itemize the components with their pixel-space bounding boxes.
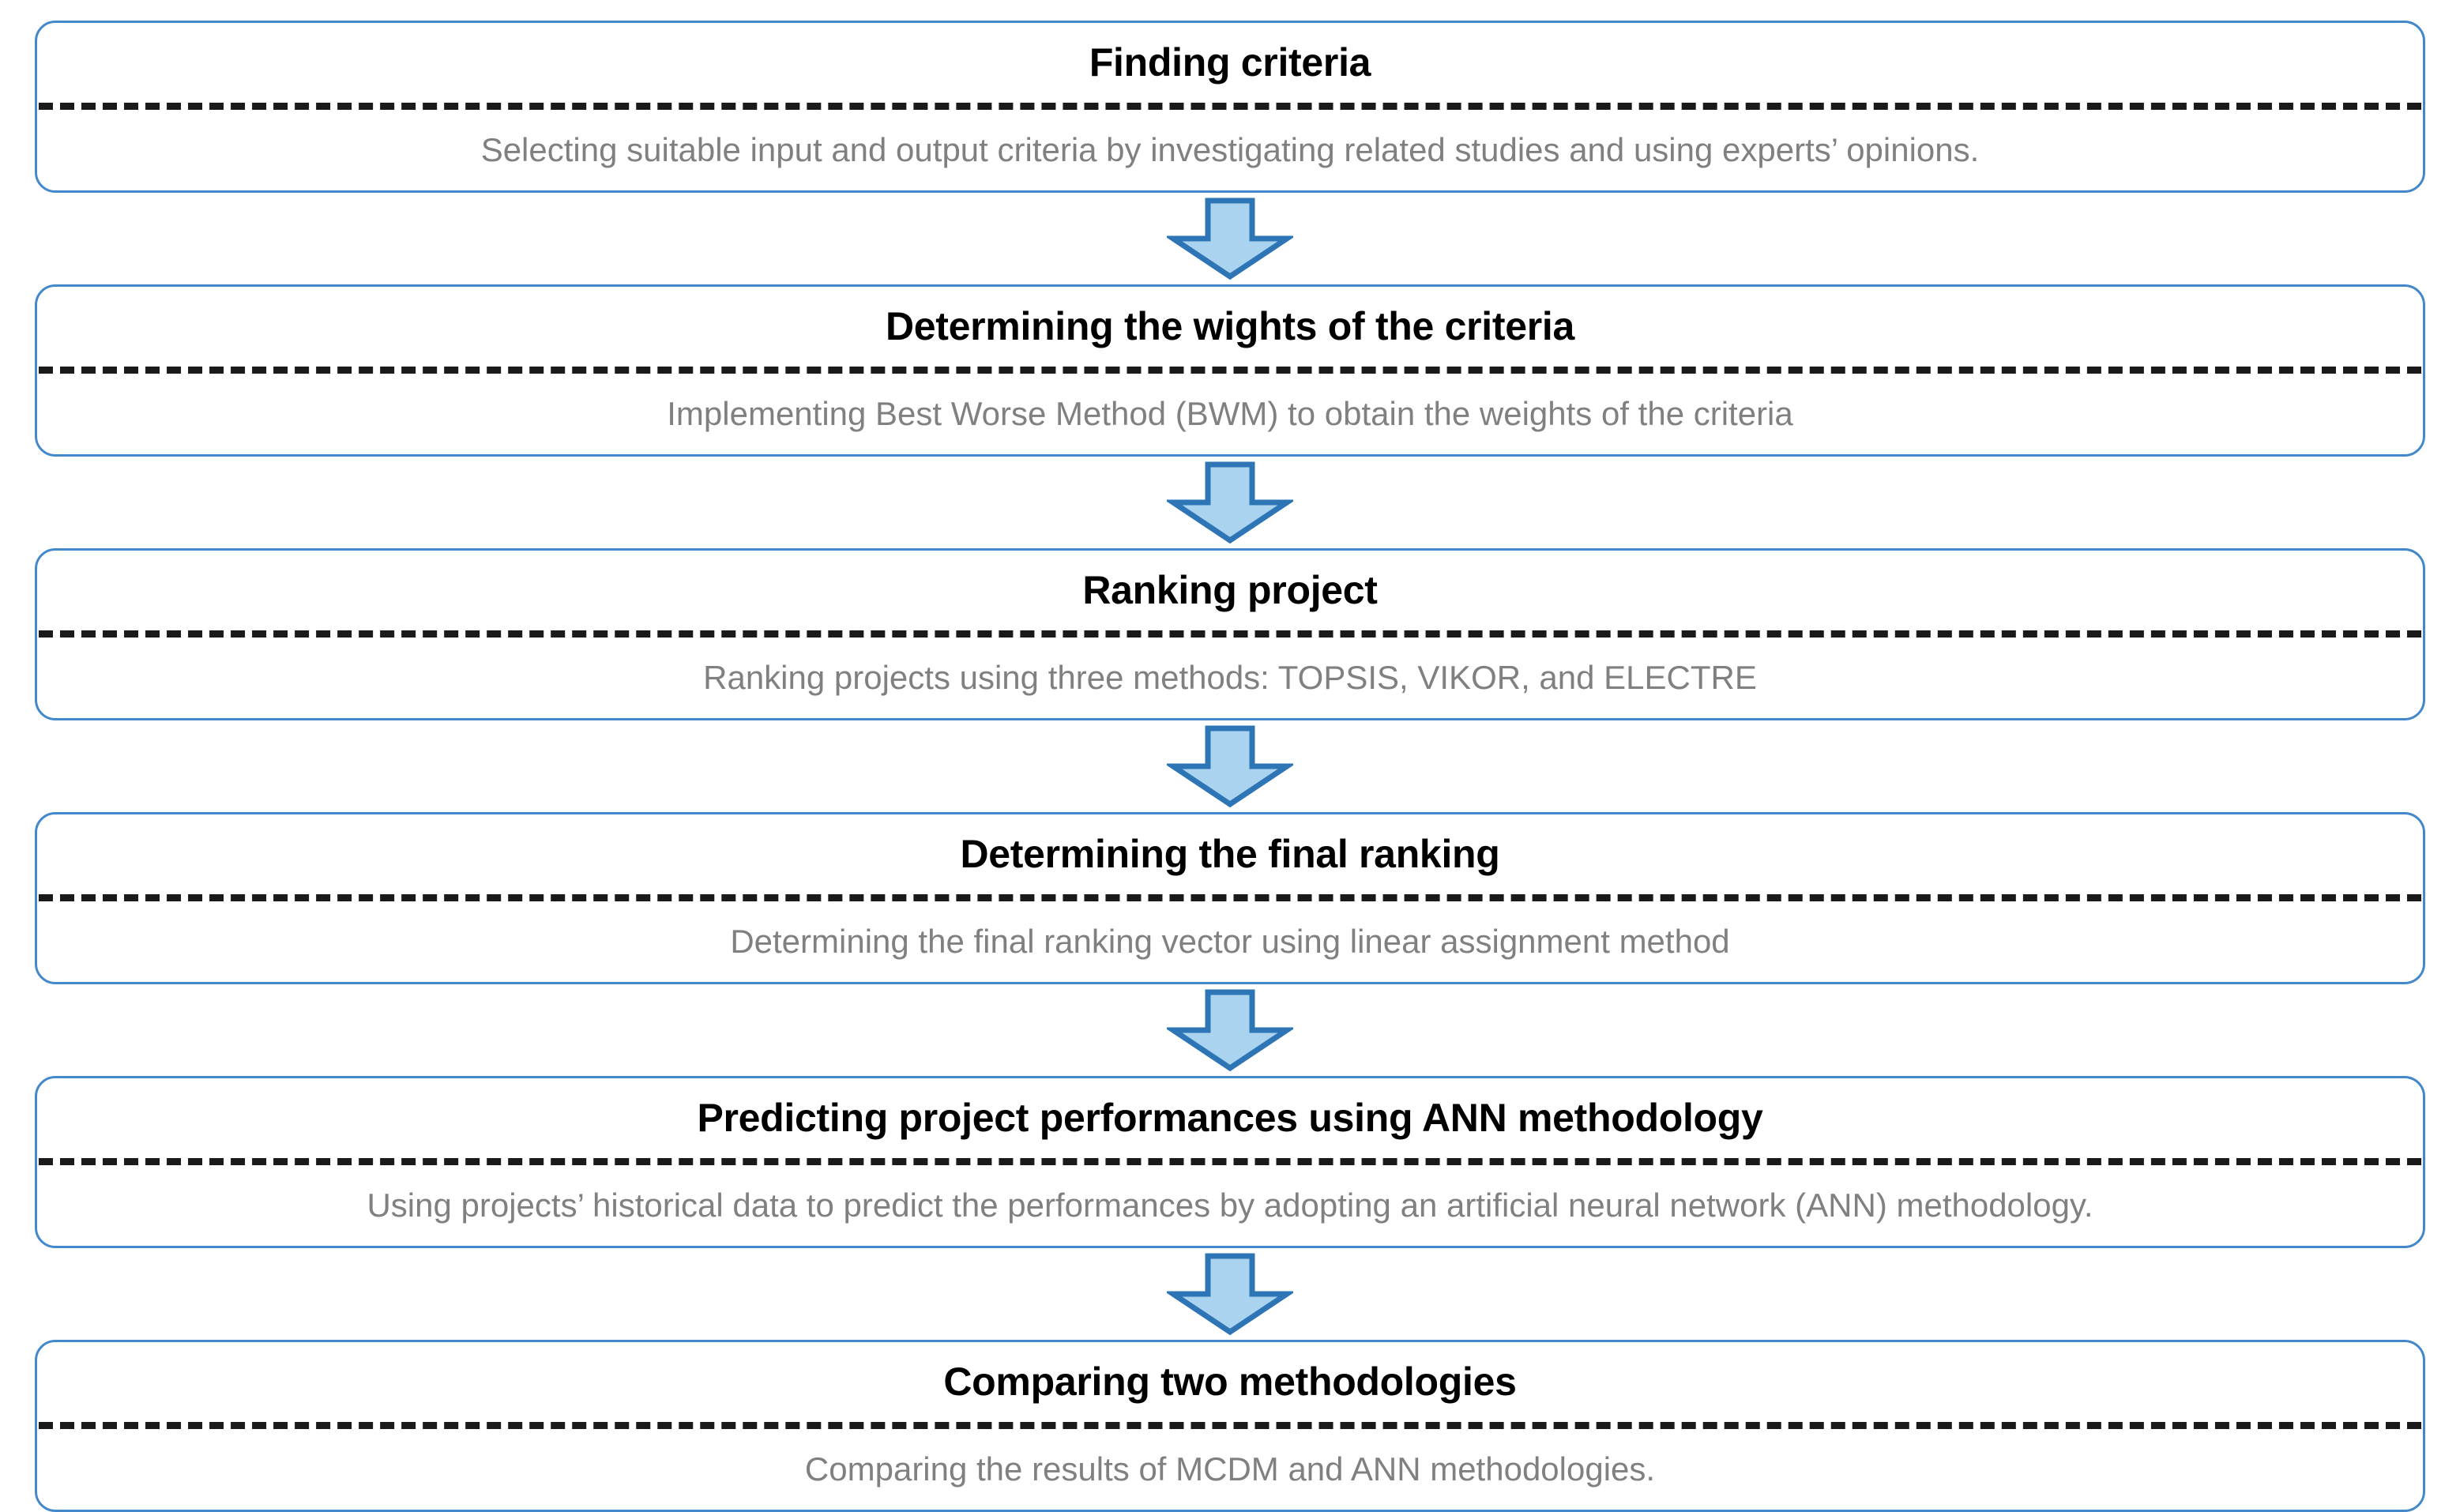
step-title: Determining the final ranking	[960, 832, 1500, 876]
connector-arrow-4	[35, 984, 2425, 1076]
flow-step-6: Comparing two methodologies Comparing th…	[35, 1340, 2425, 1512]
down-arrow-icon	[1167, 989, 1293, 1071]
down-arrow-icon	[1167, 197, 1293, 280]
step-description: Selecting suitable input and output crit…	[480, 130, 1980, 168]
step-description: Determining the final ranking vector usi…	[730, 922, 1730, 960]
step-description: Comparing the results of MCDM and ANN me…	[804, 1450, 1656, 1488]
step-title: Predicting project performances using AN…	[697, 1096, 1763, 1140]
step-description: Using projects’ historical data to predi…	[367, 1186, 2093, 1224]
flow-step-4: Determining the final ranking Determinin…	[35, 812, 2425, 984]
flow-step-1: Finding criteria Selecting suitable inpu…	[35, 21, 2425, 193]
step-divider	[39, 1157, 2421, 1165]
flow-step-2: Determining the wights of the criteria I…	[35, 284, 2425, 457]
connector-arrow-5	[35, 1248, 2425, 1340]
step-divider	[39, 893, 2421, 901]
step-title: Ranking project	[1082, 568, 1378, 612]
step-divider	[39, 102, 2421, 110]
step-divider	[39, 1421, 2421, 1429]
down-arrow-icon	[1167, 461, 1293, 543]
step-title: Finding criteria	[1089, 40, 1371, 85]
step-divider	[39, 630, 2421, 638]
step-title: Determining the wights of the criteria	[885, 304, 1575, 348]
connector-arrow-3	[35, 720, 2425, 812]
flow-step-5: Predicting project performances using AN…	[35, 1076, 2425, 1248]
step-divider	[39, 366, 2421, 374]
connector-arrow-2	[35, 457, 2425, 548]
connector-arrow-1	[35, 193, 2425, 284]
down-arrow-icon	[1167, 725, 1293, 807]
down-arrow-icon	[1167, 1253, 1293, 1335]
step-description: Ranking projects using three methods: TO…	[703, 658, 1757, 696]
flow-step-3: Ranking project Ranking projects using t…	[35, 548, 2425, 720]
step-title: Comparing two methodologies	[943, 1360, 1517, 1404]
step-description: Implementing Best Worse Method (BWM) to …	[667, 394, 1793, 432]
